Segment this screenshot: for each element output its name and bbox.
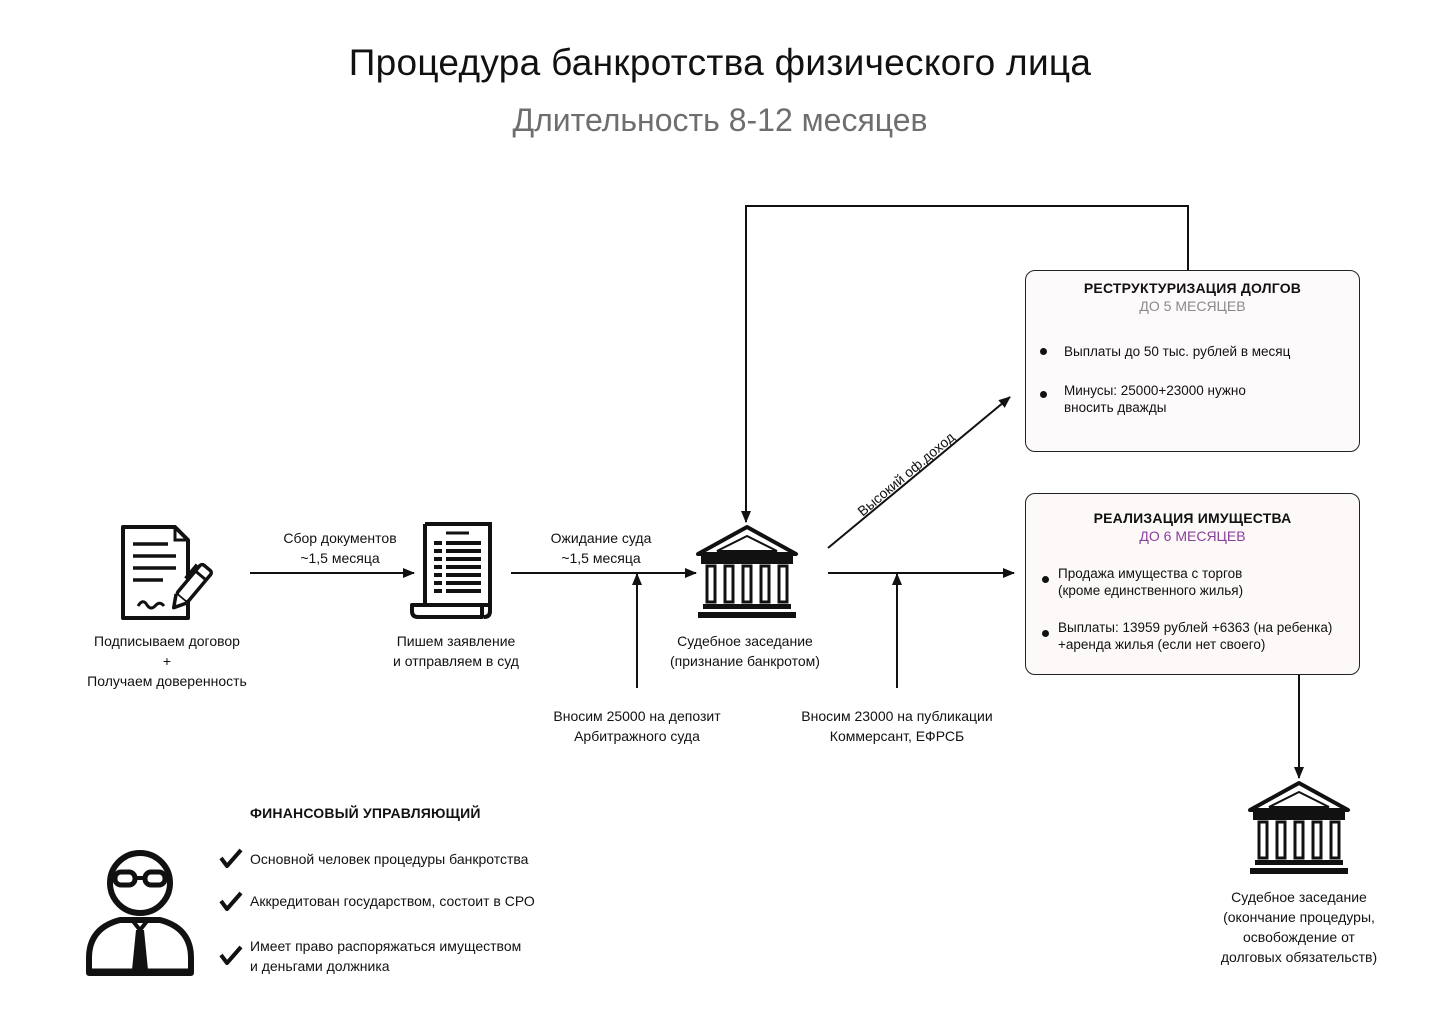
publication-label-line1: Вносим 23000 на публикации (801, 708, 993, 724)
step-court-label: Судебное заседание (признание банкротом) (645, 631, 845, 671)
bullet-dot (1040, 391, 1047, 398)
realization-bullet-2-line2: +аренда жилья (если нет своего) (1058, 637, 1266, 652)
step-contract-line2: + (162, 653, 172, 669)
fm-item-1-line1: Основной человек процедуры банкротства (250, 851, 529, 867)
contract-sign-icon (121, 525, 214, 620)
page-title: Процедура банкротства физического лица (348, 42, 1092, 83)
step-application-line1: Пишем заявление (396, 633, 516, 649)
realization-title: РЕАЛИЗАЦИЯ ИМУЩЕСТВА (1093, 510, 1292, 526)
publication-label-line2: Коммерсант, ЕФРСБ (829, 728, 965, 744)
deposit-label: Вносим 25000 на депозит Арбитражного суд… (527, 706, 747, 746)
fm-item-1: Основной человек процедуры банкротства (250, 849, 528, 869)
collect-label: Сбор документов ~1,5 месяца (240, 528, 440, 568)
restructuring-title: РЕСТРУКТУРИЗАЦИЯ ДОЛГОВ (1083, 280, 1302, 296)
collect-label-line2: ~1,5 месяца (300, 550, 380, 566)
restructuring-card: РЕСТРУКТУРИЗАЦИЯ ДОЛГОВ ДО 5 МЕСЯЦЕВ Вып… (1025, 270, 1360, 452)
realization-card: РЕАЛИЗАЦИЯ ИМУЩЕСТВА ДО 6 МЕСЯЦЕВ Продаж… (1025, 493, 1360, 675)
fm-item-3-line2: и деньгами должника (250, 958, 390, 974)
financial-manager-title: ФИНАНСОВЫЙ УПРАВЛЯЮЩИЙ (250, 805, 481, 821)
realization-bullet-1: Продажа имущества с торгов (кроме единст… (1058, 565, 1243, 599)
step-application-label: Пишем заявление и отправляем в суд (356, 631, 556, 671)
restructuring-bullet-1: Выплаты до 50 тыс. рублей в месяц (1064, 343, 1290, 360)
page-subtitle: Длительность 8-12 месяцев (512, 102, 928, 138)
fm-item-3-line1: Имеет право распоряжаться имуществом (250, 938, 522, 954)
step-contract-label: Подписываем договор + Получаем доверенно… (67, 631, 267, 691)
manager-avatar-icon (86, 850, 194, 976)
wait-label: Ожидание суда ~1,5 месяца (501, 528, 701, 568)
restructuring-bullet-2-line1: Минусы: 25000+23000 нужно (1064, 383, 1246, 398)
bullet-dot (1042, 576, 1049, 583)
fm-item-2: Аккредитован государством, состоит в СРО (250, 891, 535, 911)
realization-bullet-1-line2: (кроме единственного жилья) (1058, 583, 1244, 598)
restructuring-duration: ДО 5 МЕСЯЦЕВ (1139, 298, 1246, 314)
restructuring-bullet-2-line2: вносить дважды (1064, 400, 1167, 415)
arrow-restructuring-return (741, 205, 1189, 523)
deposit-label-line1: Вносим 25000 на депозит (553, 708, 721, 724)
realization-bullet-2-line1: Выплаты: 13959 рублей +6363 (на ребенка) (1058, 620, 1333, 635)
step-final-court-line2: (окончание процедуры, (1223, 909, 1375, 925)
step-court-line2: (признание банкротом) (670, 653, 820, 669)
deposit-label-line2: Арбитражного суда (574, 728, 700, 744)
courthouse-icon (1248, 781, 1350, 874)
step-court-line1: Судебное заседание (677, 633, 813, 649)
restructuring-bullet-2: Минусы: 25000+23000 нужно вносить дважды (1064, 382, 1246, 416)
realization-duration: ДО 6 МЕСЯЦЕВ (1139, 528, 1246, 544)
document-scroll-icon (410, 522, 492, 619)
step-contract-line3: Получаем доверенность (87, 673, 247, 689)
realization-bullet-2: Выплаты: 13959 рублей +6363 (на ребенка)… (1058, 619, 1332, 653)
wait-label-line2: ~1,5 месяца (561, 550, 641, 566)
realization-bullet-1-line1: Продажа имущества с торгов (1058, 566, 1243, 581)
step-final-court-label: Судебное заседание (окончание процедуры,… (1199, 887, 1399, 967)
step-final-court-line1: Судебное заседание (1231, 889, 1367, 905)
arrow-high-income (827, 396, 1011, 549)
checkmark-icon (219, 848, 243, 868)
fm-item-2-line1: Аккредитован государством, состоит в СРО (250, 893, 535, 909)
publication-label: Вносим 23000 на публикации Коммерсант, Е… (777, 706, 1017, 746)
step-application-line2: и отправляем в суд (393, 653, 519, 669)
step-contract-line1: Подписываем договор (94, 633, 240, 649)
wait-label-line1: Ожидание суда (550, 530, 652, 546)
step-final-court-line3: освобождение от (1243, 929, 1355, 945)
bullet-dot (1042, 630, 1049, 637)
step-final-court-line4: долговых обязательств) (1220, 949, 1378, 965)
restructuring-bullet-1-line1: Выплаты до 50 тыс. рублей в месяц (1064, 344, 1291, 359)
fm-item-3: Имеет право распоряжаться имуществом и д… (250, 936, 521, 976)
courthouse-icon (696, 525, 798, 618)
collect-label-line1: Сбор документов (283, 530, 397, 546)
checkmark-icon (219, 945, 243, 965)
bullet-dot (1040, 348, 1047, 355)
checkmark-icon (219, 891, 243, 911)
